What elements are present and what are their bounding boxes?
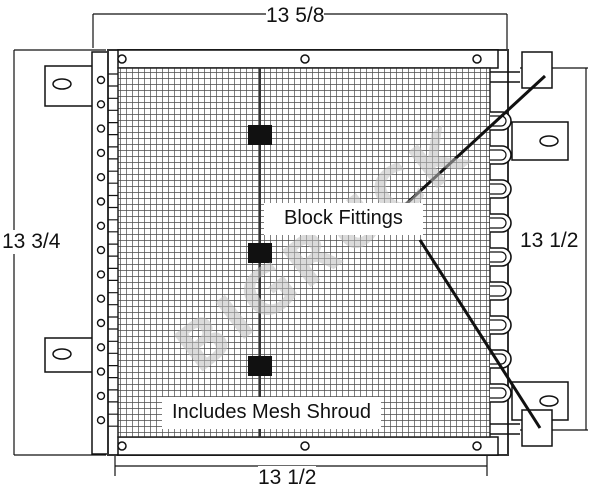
right-height-label: 13 1/2 — [520, 229, 579, 253]
return-bend-inner — [490, 217, 507, 229]
left-bolt — [96, 391, 106, 401]
rail-screws — [117, 54, 482, 451]
left-tube-stub — [108, 219, 118, 233]
left-tube-stub — [108, 413, 118, 427]
left-tube-stub — [108, 243, 118, 257]
left-tube-stub — [108, 389, 118, 403]
return-bend-inner — [490, 319, 507, 331]
return-bend — [490, 315, 512, 335]
block-fitting-1 — [248, 125, 272, 145]
rail-screw — [300, 441, 310, 451]
left-tube-stub — [108, 122, 118, 136]
left-bolt — [96, 221, 106, 231]
block-fitting-3 — [248, 356, 272, 376]
right-mounting-bracket-top — [511, 121, 569, 161]
fittings-pointer-bottom — [418, 239, 542, 429]
rail-screw — [472, 54, 482, 64]
left-mounting-bracket-bottom — [44, 337, 96, 373]
left-height-label: 13 3/4 — [2, 230, 61, 254]
block-fittings-callout: Block Fittings — [264, 203, 423, 235]
mesh-shroud-callout: Includes Mesh Shroud — [162, 397, 382, 429]
left-mounting-bracket-top — [44, 65, 96, 107]
left-bolt — [96, 197, 106, 206]
rail-screw — [117, 54, 127, 64]
return-bend-inner — [490, 183, 507, 195]
bottom-width-label: 13 1/2 — [258, 466, 317, 490]
return-bend — [490, 213, 512, 233]
return-bend-inner — [490, 387, 507, 399]
rail-screw — [117, 441, 127, 451]
left-tube-stub — [108, 365, 118, 379]
return-bend-inner — [490, 149, 507, 161]
fittings-pointer-top — [403, 74, 547, 207]
left-bolt — [96, 294, 106, 303]
return-bend-inner — [490, 251, 507, 263]
top-width-label: 13 5/8 — [266, 4, 325, 28]
left-bolt — [96, 245, 106, 255]
left-bolt — [96, 270, 106, 279]
right-return-bends — [490, 111, 512, 403]
left-tube-stub — [108, 146, 118, 160]
return-bend — [490, 281, 512, 301]
left-tube-stub — [108, 340, 118, 354]
return-bend — [490, 111, 512, 131]
left-bolt — [96, 172, 106, 182]
left-bolt — [96, 367, 106, 376]
left-bolt — [96, 318, 106, 328]
return-bend — [490, 383, 512, 403]
left-bolt — [96, 148, 106, 158]
top-port-fitting — [490, 51, 553, 89]
left-bolt — [96, 343, 106, 352]
return-bend-inner — [490, 353, 507, 365]
return-bend — [490, 247, 512, 267]
left-bolt — [96, 416, 106, 425]
left-bolts — [96, 73, 118, 427]
bottom-port-fitting — [490, 409, 553, 447]
return-bend — [490, 179, 512, 199]
left-tube-stub — [108, 194, 118, 209]
rail-screw — [300, 54, 310, 64]
left-tube-stub — [108, 267, 118, 281]
return-bend — [490, 145, 512, 165]
left-tube-stub — [108, 292, 118, 306]
left-tube-stub — [108, 316, 118, 330]
left-tube-stub — [108, 97, 118, 111]
left-tube-stub — [108, 73, 118, 87]
left-bolt — [96, 124, 106, 133]
left-bolt — [96, 100, 106, 109]
block-fitting-2 — [248, 243, 272, 263]
left-bolt — [96, 75, 106, 85]
return-bend-inner — [490, 285, 507, 297]
rail-screw — [472, 441, 482, 451]
left-tube-stub — [108, 170, 118, 184]
